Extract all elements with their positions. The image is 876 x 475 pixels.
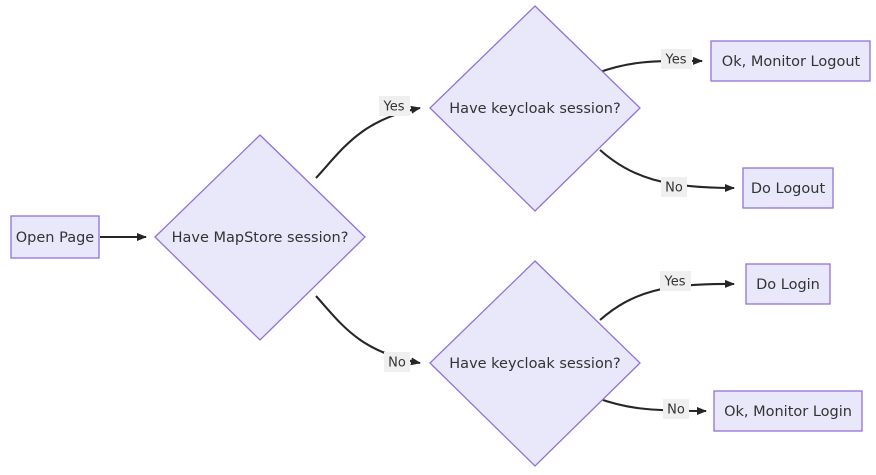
edge-label-keycloak-top-no-text: No — [665, 181, 683, 196]
edge-group — [100, 56, 735, 415]
node-have-keycloak-session-top[interactable]: Have keycloak session? — [429, 5, 641, 212]
edge-label-keycloak-bottom-no-text: No — [667, 403, 685, 418]
edge-label-group: Yes No Yes No Yes No — [379, 49, 692, 419]
edge-label-mapstore-yes-bg — [379, 96, 410, 116]
edge-keycloak-bottom-to-monitor-login — [596, 397, 707, 415]
edge-label-keycloak-bottom-yes: Yes — [660, 271, 691, 291]
node-ok-monitor-logout-shape — [710, 40, 871, 82]
node-ok-monitor-login-label: Ok, Monitor Login — [724, 404, 852, 420]
edge-label-keycloak-top-yes-bg — [661, 49, 692, 69]
node-have-mapstore-session-label: Have MapStore session? — [172, 230, 349, 246]
edge-label-keycloak-bottom-no-bg — [663, 399, 689, 419]
node-ok-monitor-login[interactable]: Ok, Monitor Login — [713, 390, 863, 432]
edge-label-keycloak-bottom-yes-text: Yes — [664, 275, 686, 290]
edge-label-keycloak-bottom-no: No — [663, 399, 689, 419]
node-have-keycloak-session-bottom-shape — [429, 260, 641, 467]
edge-label-mapstore-no-bg — [384, 352, 410, 372]
node-have-mapstore-session[interactable]: Have MapStore session? — [154, 134, 366, 341]
node-open-page[interactable]: Open Page — [10, 215, 100, 259]
edge-label-keycloak-top-no-bg — [661, 177, 687, 197]
node-do-login[interactable]: Do Login — [745, 263, 831, 305]
edge-label-keycloak-bottom-yes-bg — [660, 271, 691, 291]
edge-label-mapstore-no-text: No — [388, 356, 406, 371]
edge-label-keycloak-top-yes-text: Yes — [665, 53, 687, 68]
node-have-mapstore-session-shape — [154, 134, 366, 341]
node-do-login-label: Do Login — [756, 277, 820, 293]
edge-label-mapstore-yes-text: Yes — [383, 100, 405, 115]
edge-label-keycloak-top-no: No — [661, 177, 687, 197]
node-have-keycloak-session-top-label: Have keycloak session? — [449, 101, 620, 117]
node-ok-monitor-login-shape — [713, 390, 863, 432]
node-open-page-shape — [10, 215, 100, 259]
node-have-keycloak-session-top-shape — [429, 5, 641, 212]
edge-mapstore-to-keycloak-top — [315, 105, 421, 179]
node-have-keycloak-session-bottom-label: Have keycloak session? — [449, 356, 620, 372]
edge-label-keycloak-top-yes: Yes — [661, 49, 692, 69]
edge-label-mapstore-yes: Yes — [379, 96, 410, 116]
node-do-login-shape — [745, 263, 831, 305]
edge-keycloak-bottom-to-do-login — [599, 279, 735, 321]
node-ok-monitor-logout-label: Ok, Monitor Logout — [722, 54, 861, 70]
node-open-page-label: Open Page — [16, 230, 95, 246]
node-ok-monitor-logout[interactable]: Ok, Monitor Logout — [710, 40, 871, 82]
node-do-logout-label: Do Logout — [751, 181, 826, 197]
node-do-logout[interactable]: Do Logout — [742, 167, 834, 209]
edge-label-mapstore-no: No — [384, 352, 410, 372]
node-do-logout-shape — [742, 167, 834, 209]
edge-keycloak-top-to-do-logout — [599, 149, 735, 192]
node-have-keycloak-session-bottom[interactable]: Have keycloak session? — [429, 260, 641, 467]
